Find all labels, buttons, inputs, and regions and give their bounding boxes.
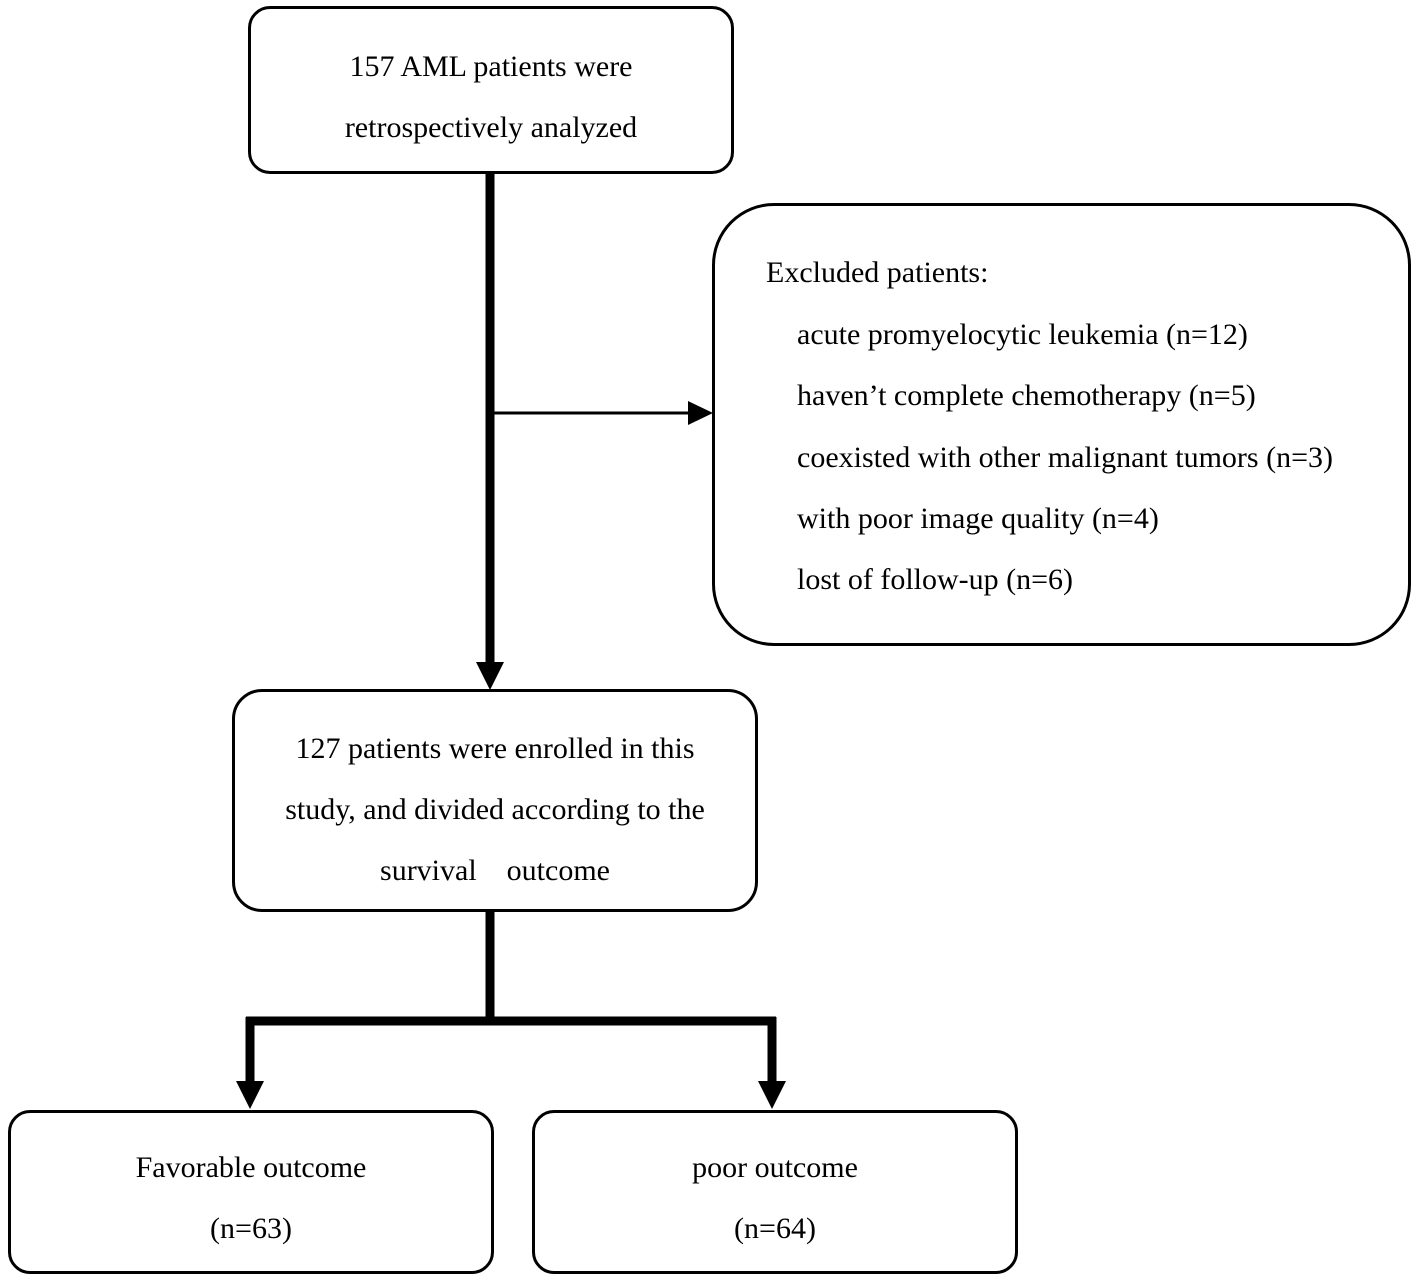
exclusion-arrow — [494, 401, 713, 425]
favorable-outcome-box: Favorable outcome (n=63) — [8, 1110, 494, 1274]
enrolled-line-3: survival outcome — [380, 854, 610, 887]
poor-arrow — [758, 1017, 786, 1109]
start-box: 157 AML patients were retrospectively an… — [248, 6, 734, 174]
start-line-2: retrospectively analyzed — [344, 111, 638, 144]
enrolled-line-2: study, and divided according to the — [285, 793, 705, 826]
poor-outcome-count: (n=64) — [734, 1212, 816, 1245]
poor-outcome-label: poor outcome — [692, 1151, 858, 1184]
excluded-item: acute promyelocytic leukemia (n=12) — [797, 318, 1248, 351]
excluded-heading: Excluded patients: — [766, 256, 989, 289]
excluded-item: coexisted with other malignant tumors (n… — [797, 441, 1333, 474]
excluded-item: with poor image quality (n=4) — [797, 502, 1159, 535]
enrolled-line-1: 127 patients were enrolled in this — [295, 732, 695, 765]
favorable-arrow — [236, 1017, 264, 1109]
split-connector — [246, 911, 776, 1026]
excluded-box: Excluded patients: acute promyelocytic l… — [712, 203, 1411, 646]
favorable-outcome-count: (n=63) — [210, 1212, 292, 1245]
main-vertical-arrow — [476, 174, 504, 690]
poor-outcome-box: poor outcome (n=64) — [532, 1110, 1018, 1274]
start-line-1: 157 AML patients were — [349, 50, 633, 83]
excluded-item: lost of follow-up (n=6) — [797, 563, 1074, 596]
excluded-item: haven’t complete chemotherapy (n=5) — [797, 379, 1256, 412]
favorable-outcome-label: Favorable outcome — [135, 1151, 367, 1184]
enrolled-box: 127 patients were enrolled in this study… — [232, 689, 758, 912]
